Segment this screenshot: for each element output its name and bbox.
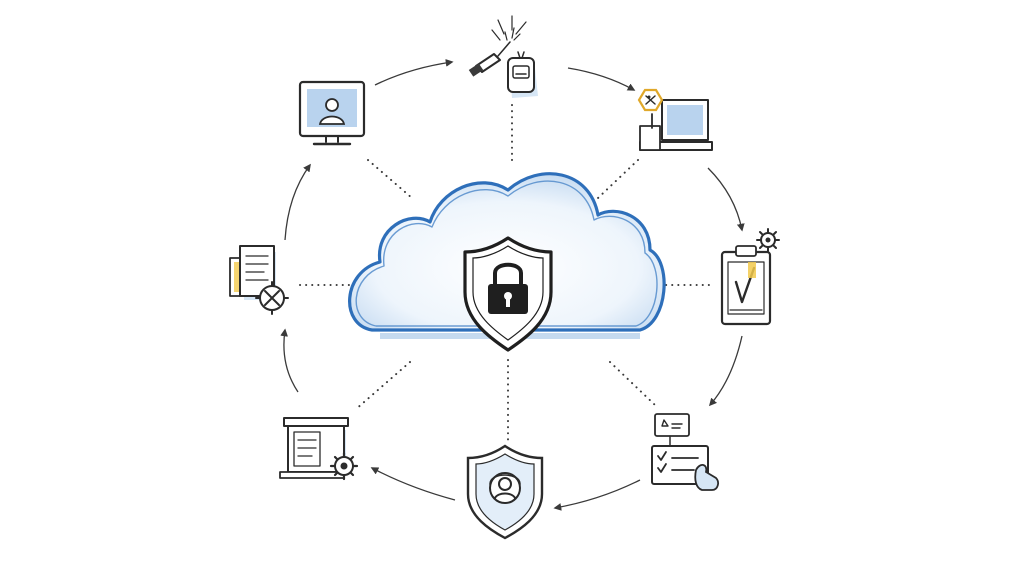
arc-monitor-to-network bbox=[374, 59, 454, 86]
cloud-shield-lock-icon bbox=[348, 172, 666, 352]
monitor-with-user-icon bbox=[298, 80, 366, 146]
cable-and-router-icon bbox=[468, 15, 538, 98]
server-cabinet-with-gear-icon bbox=[279, 417, 359, 481]
arc-documents-to-monitor bbox=[284, 163, 311, 241]
arc-laptop-to-clipboard bbox=[707, 167, 745, 232]
clipboard-with-gear-icon bbox=[720, 228, 780, 326]
arc-clipboard-to-checklist bbox=[708, 335, 743, 407]
arc-checklist-to-shield bbox=[553, 479, 641, 511]
arc-network-to-laptop bbox=[567, 67, 636, 91]
laptop-with-warning-sign-icon bbox=[637, 88, 713, 151]
arc-shield-to-server bbox=[370, 467, 456, 501]
cycle-arcs bbox=[280, 59, 745, 511]
documents-with-tools-icon bbox=[229, 245, 289, 315]
shield-with-user-icon bbox=[466, 444, 544, 540]
arc-server-to-documents bbox=[280, 328, 299, 393]
spoke-lines bbox=[299, 104, 713, 441]
spoke-top-left bbox=[367, 159, 413, 199]
spoke-bottom-left bbox=[354, 361, 411, 411]
checklist-with-hand-icon bbox=[651, 413, 719, 491]
spoke-top-right bbox=[597, 159, 639, 199]
spoke-bottom-right bbox=[609, 361, 656, 406]
